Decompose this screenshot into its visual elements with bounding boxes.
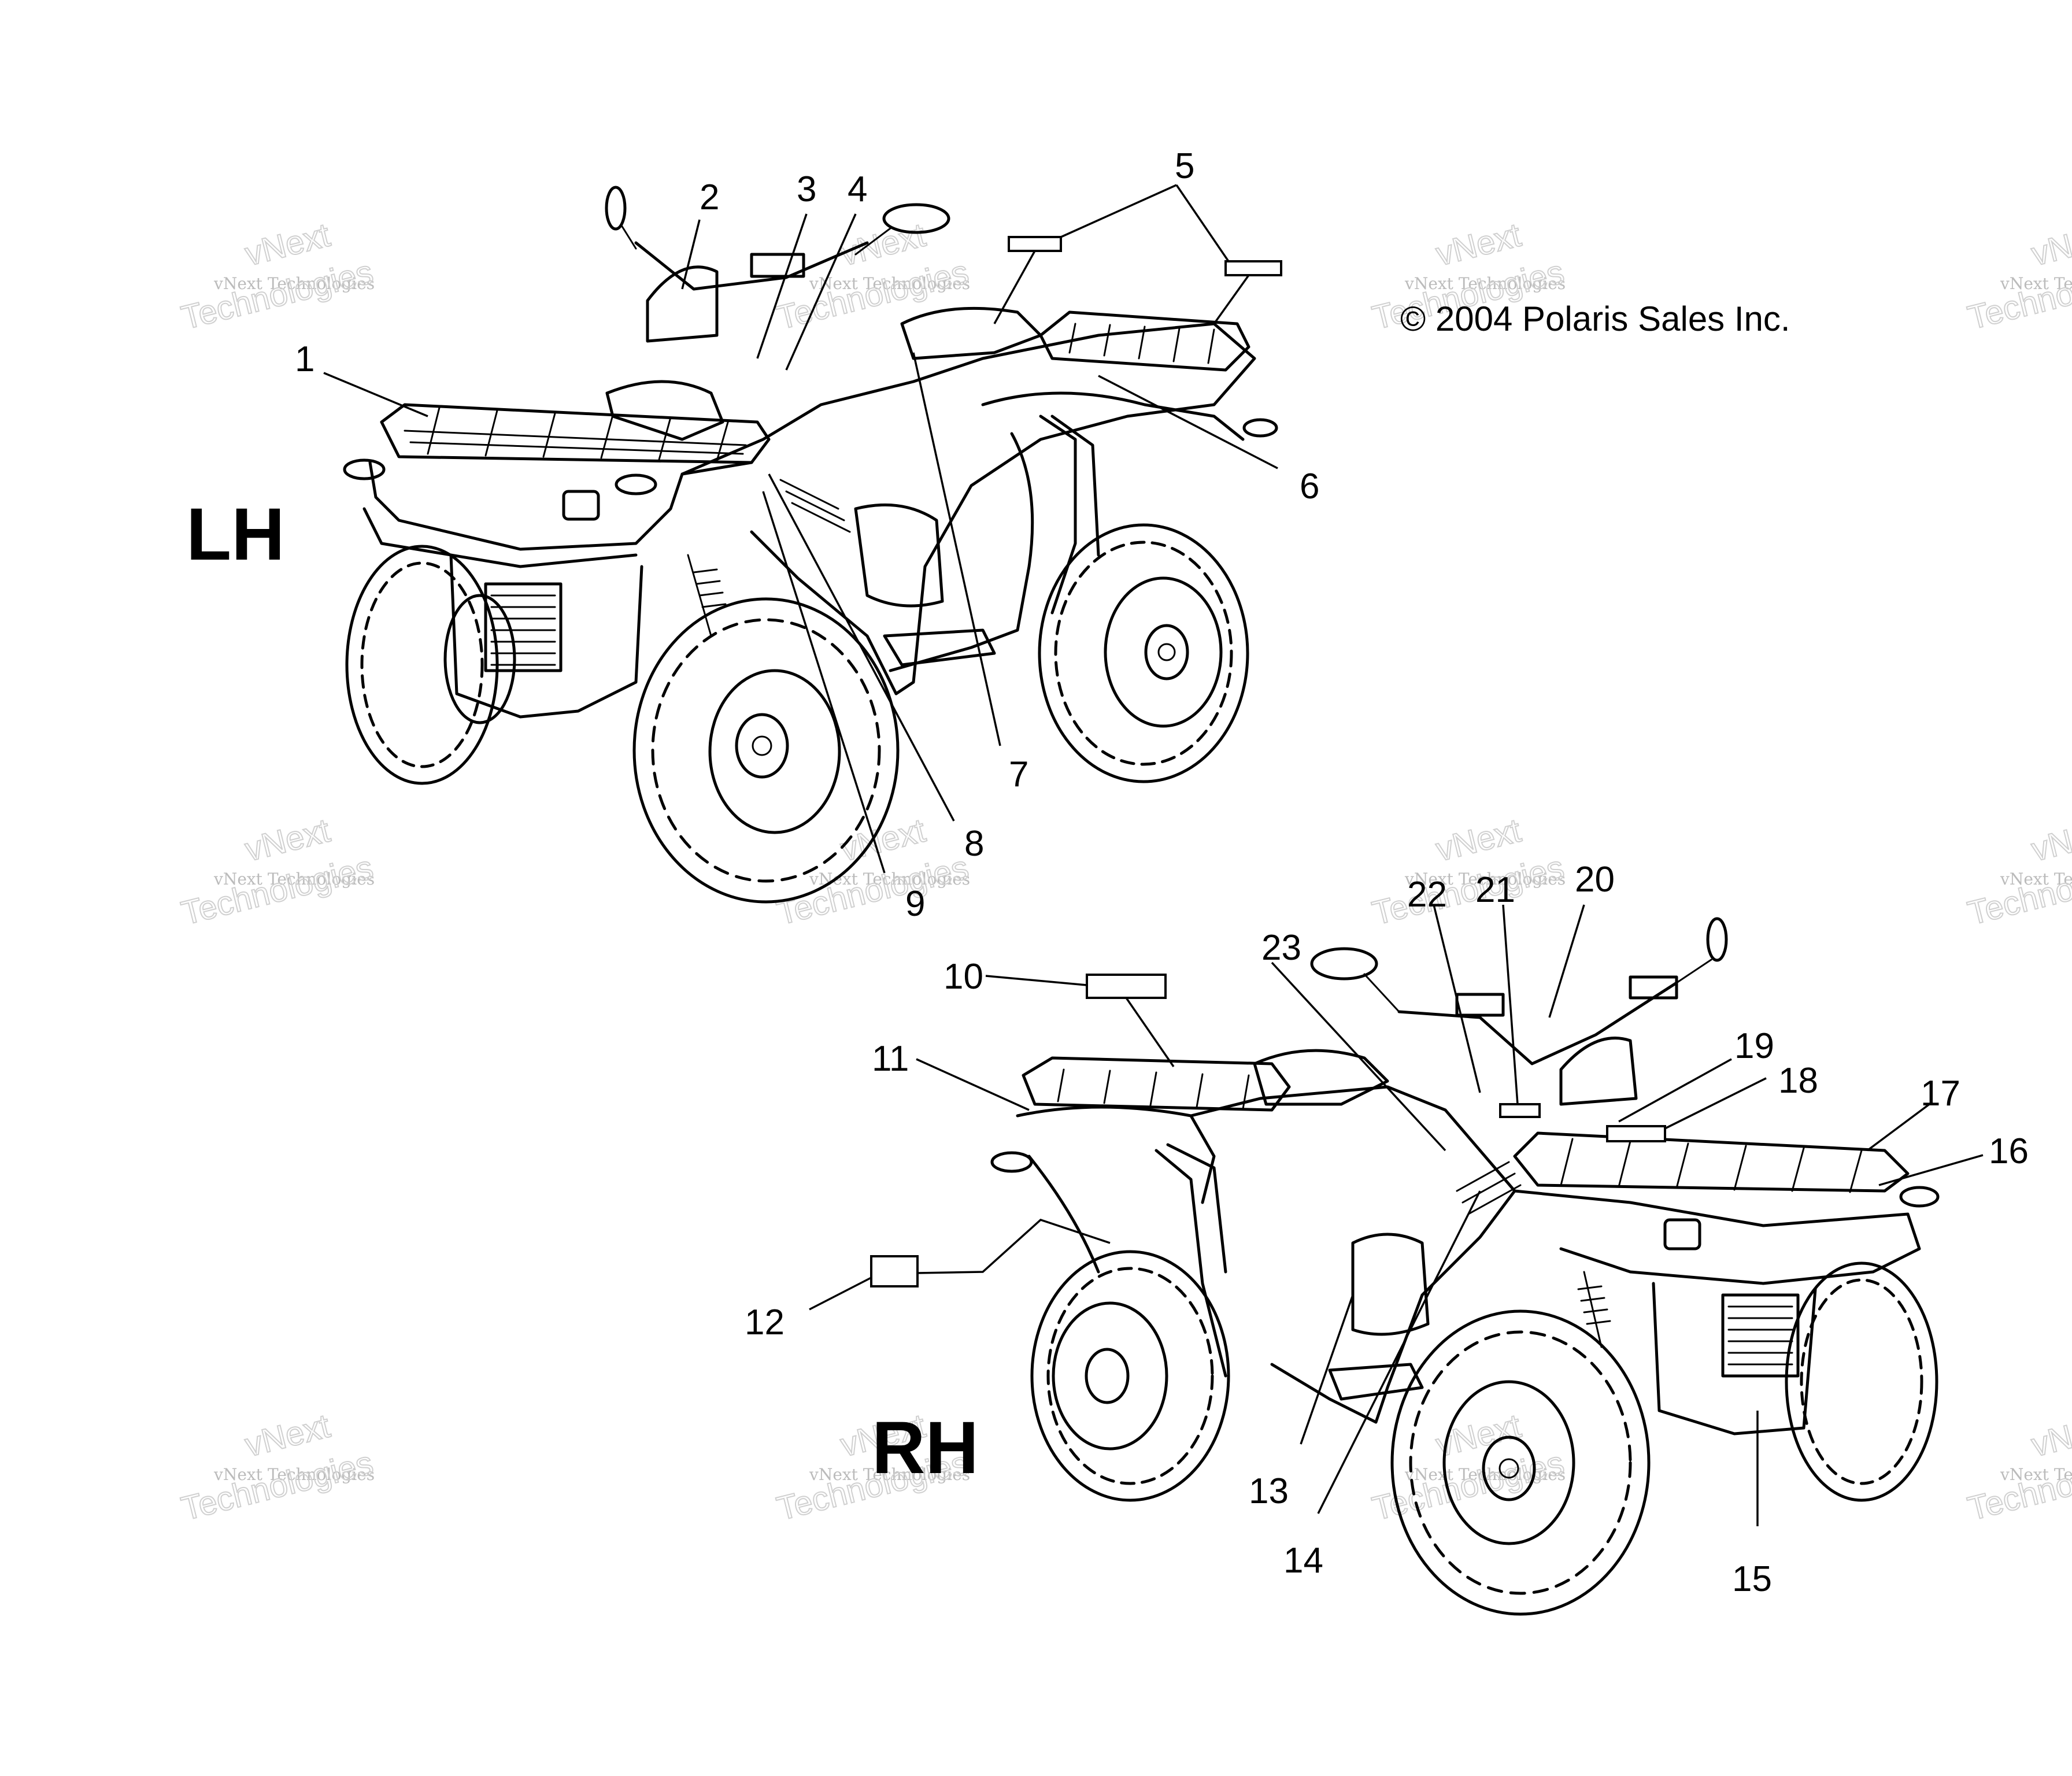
atv-left-side-drawing — [343, 186, 1282, 904]
watermark-vnext-technologies: vNext Technologies — [213, 870, 375, 889]
callout-14: 14 — [1283, 1541, 1323, 1581]
decal-5b — [1224, 260, 1282, 276]
rh-front-far-wheel — [1785, 1261, 1938, 1502]
callout-23: 23 — [1261, 928, 1301, 968]
callout-20: 20 — [1575, 860, 1615, 900]
callout-19: 19 — [1734, 1026, 1774, 1066]
callout-numbers: 1 2 3 4 5 6 7 8 9 10 11 12 13 14 15 16 1… — [295, 146, 2029, 1599]
callout-2: 2 — [700, 177, 719, 217]
watermark-vnext-technologies: vNext Technologies — [2000, 870, 2072, 889]
leader-lines — [323, 184, 1984, 1526]
callout-8: 8 — [964, 824, 984, 864]
copyright-notice: © 2004 Polaris Sales Inc. — [1400, 299, 1790, 338]
watermark-vnext-technologies: vNext Technologies — [1404, 274, 1566, 293]
callout-10: 10 — [944, 957, 983, 997]
decal-10 — [1086, 974, 1167, 999]
watermark-vnext-technologies: vNext Technologies — [809, 274, 970, 293]
callout-18: 18 — [1778, 1061, 1818, 1101]
callout-1: 1 — [295, 339, 314, 379]
callout-12: 12 — [745, 1303, 785, 1342]
decal-21 — [1499, 1103, 1541, 1118]
watermark-vnext-technologies: vNext Technologies — [213, 274, 375, 293]
lh-body — [343, 186, 1278, 719]
watermark-vnext-technologies: vNext Technologies — [213, 1465, 375, 1484]
rh-body — [990, 917, 1940, 1435]
callout-15: 15 — [1732, 1559, 1772, 1599]
watermark-vnext-technologies: vNext Technologies — [1404, 870, 1566, 889]
callout-21: 21 — [1475, 870, 1515, 910]
callout-6: 6 — [1300, 467, 1319, 506]
rh-rear-wheel — [1030, 1250, 1230, 1502]
decal-5a — [1008, 236, 1062, 252]
rh-front-near-wheel — [1390, 1309, 1651, 1616]
callout-16: 16 — [1989, 1131, 2029, 1171]
watermark-vnext-technologies: vNext Technologies — [809, 1465, 970, 1484]
callout-11: 11 — [872, 1039, 909, 1079]
callout-7: 7 — [1009, 754, 1028, 794]
lh-front-near-wheel — [632, 597, 900, 904]
atv-right-side-drawing — [870, 917, 1940, 1616]
watermark-vnext-technologies: vNext Technologies — [2000, 274, 2072, 293]
decal-18 — [1606, 1125, 1666, 1142]
rh-view-label: RH — [872, 1407, 979, 1489]
lh-rear-wheel — [1038, 523, 1249, 783]
callout-13: 13 — [1249, 1471, 1289, 1511]
callout-17: 17 — [1921, 1074, 1960, 1113]
callout-5: 5 — [1175, 146, 1194, 186]
callout-3: 3 — [797, 169, 816, 209]
decal-12 — [870, 1255, 919, 1287]
callout-9: 9 — [905, 884, 925, 924]
lh-view-label: LH — [186, 493, 285, 576]
watermark-vnext-technologies: vNext Technologies — [2000, 1465, 2072, 1484]
callout-4: 4 — [848, 169, 867, 209]
callout-22: 22 — [1407, 875, 1447, 915]
